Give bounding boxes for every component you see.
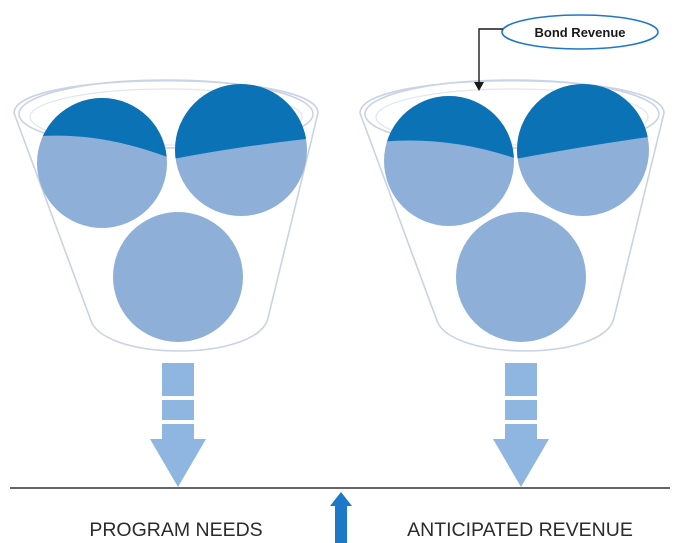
callout-arrowhead bbox=[474, 82, 484, 91]
callout-leader-line bbox=[478, 28, 503, 84]
funnel-rim bbox=[18, 79, 314, 149]
label-program-needs: PROGRAM NEEDS bbox=[89, 519, 262, 541]
down-arrow-right bbox=[493, 363, 549, 487]
circle-top-right bbox=[517, 84, 649, 216]
funnel-rim-inner bbox=[29, 88, 303, 146]
circle-bottom bbox=[113, 212, 243, 342]
label-anticipated-revenue: ANTICIPATED REVENUE bbox=[407, 519, 633, 541]
callout-bubble bbox=[501, 14, 659, 50]
circle-bottom bbox=[456, 212, 586, 342]
circle-top-right bbox=[175, 84, 307, 216]
up-arrow bbox=[330, 492, 352, 543]
down-arrow-left bbox=[150, 363, 206, 487]
callout-label: Bond Revenue bbox=[534, 25, 625, 40]
bond-revenue-callout: Bond Revenue bbox=[474, 14, 659, 91]
anticipated-revenue-funnel bbox=[359, 79, 665, 487]
program-needs-funnel bbox=[13, 79, 319, 487]
